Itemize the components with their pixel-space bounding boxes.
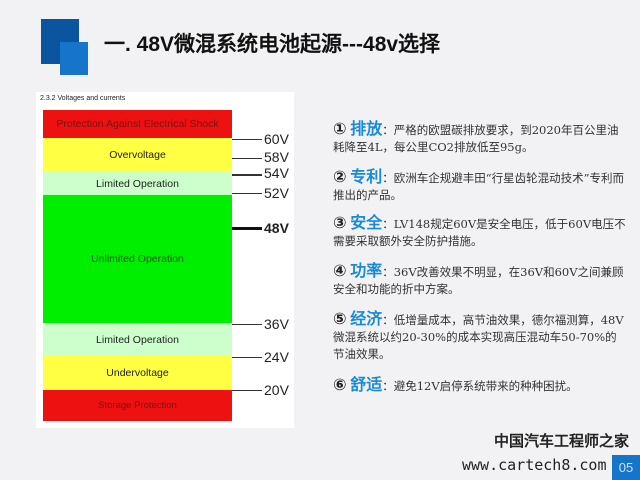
item-heading: 排放: [350, 119, 383, 138]
tick-line: [232, 158, 262, 159]
tick-label: 58V: [264, 149, 289, 165]
band-unlimited-operation: Unlimited Operation: [43, 195, 232, 323]
band-limited-operation-upper: Limited Operation: [43, 172, 232, 195]
reason-item-economy: ⑤ 经济：低增量成本，高节油效果，德尔福测算，48V微混系统以约20-30%的成…: [333, 310, 628, 363]
page-number: 05: [612, 455, 640, 480]
item-text: ：低增量成本，高节油效果，德尔福测算，48V微混系统以约20-30%的成本实现高…: [333, 313, 624, 361]
figure-caption: 2.3.2 Voltages and currents: [40, 95, 126, 102]
tick-line: [232, 390, 262, 391]
voltage-range-figure: 2.3.2 Voltages and currents Protection A…: [36, 92, 294, 428]
tick-line: [232, 174, 262, 176]
item-number: ⑤: [333, 309, 347, 328]
item-text: ：LV148规定60V是安全电压，低于60V电压不需要采取额外安全防护措施。: [333, 217, 626, 248]
tick-line: [232, 139, 262, 140]
tick-label: 60V: [264, 131, 289, 147]
item-text: ：36V改善效果不明显，在36V和60V之间兼顾安全和功能的折中方案。: [333, 265, 624, 296]
band-label: Storage Protection: [98, 399, 177, 411]
tick-line: [232, 193, 262, 194]
item-heading: 舒适: [350, 375, 383, 394]
tick-label: 52V: [264, 185, 289, 201]
item-heading: 功率: [350, 261, 383, 280]
band-protection-shock: Protection Against Electrical Shock: [43, 110, 232, 138]
item-number: ⑥: [333, 375, 347, 394]
tick-line: [232, 324, 262, 325]
item-number: ④: [333, 261, 347, 280]
item-text: ：严格的欧盟碳排放要求，到2020年百公里油耗降至4L，每公里CO2排放低至95…: [333, 123, 619, 154]
band-label: Undervoltage: [106, 367, 169, 379]
watermark-name: 中国汽车工程师之家: [494, 432, 630, 450]
item-number: ③: [333, 213, 347, 232]
band-label: Limited Operation: [96, 333, 179, 346]
tick-label: 54V: [264, 165, 289, 181]
item-text: ：避免12V启停系统带来的种种困扰。: [382, 379, 578, 393]
reason-item-power: ④ 功率：36V改善效果不明显，在36V和60V之间兼顾安全和功能的折中方案。: [333, 262, 628, 298]
tick-label: 24V: [264, 349, 289, 365]
reason-item-emissions: ① 排放：严格的欧盟碳排放要求，到2020年百公里油耗降至4L，每公里CO2排放…: [333, 120, 628, 156]
band-limited-operation-lower: Limited Operation: [43, 323, 232, 356]
item-heading: 安全: [350, 213, 383, 232]
item-heading: 专利: [350, 167, 383, 186]
item-number: ①: [333, 119, 347, 138]
tick-label: 20V: [264, 382, 289, 398]
slide-title: 一. 48V微混系统电池起源---48v选择: [104, 33, 441, 56]
band-undervoltage: Undervoltage: [43, 356, 232, 390]
band-label: Unlimited Operation: [91, 253, 184, 265]
reason-item-patent: ② 专利：欧洲车企规避丰田“行星齿轮混动技术”专利而推出的产品。: [333, 168, 628, 204]
band-label: Protection Against Electrical Shock: [56, 118, 219, 130]
item-heading: 经济: [350, 309, 383, 328]
watermark-url: www.cartech8.com: [462, 456, 607, 474]
tick-label: 36V: [264, 316, 289, 332]
tick-line-nominal: [232, 227, 262, 230]
tick-line: [232, 357, 262, 358]
band-label: Limited Operation: [96, 177, 179, 190]
tick-label-nominal: 48V: [264, 220, 289, 236]
item-number: ②: [333, 167, 347, 186]
band-label: Overvoltage: [109, 149, 166, 161]
band-overvoltage: Overvoltage: [43, 138, 232, 172]
reason-item-safety: ③ 安全：LV148规定60V是安全电压，低于60V电压不需要采取额外安全防护措…: [333, 214, 628, 250]
item-text: ：欧洲车企规避丰田“行星齿轮混动技术”专利而推出的产品。: [333, 171, 624, 202]
reason-item-comfort: ⑥ 舒适：避免12V启停系统带来的种种困扰。: [333, 376, 628, 395]
band-storage-protection: Storage Protection: [43, 390, 232, 421]
title-decoration-square: [60, 42, 88, 75]
